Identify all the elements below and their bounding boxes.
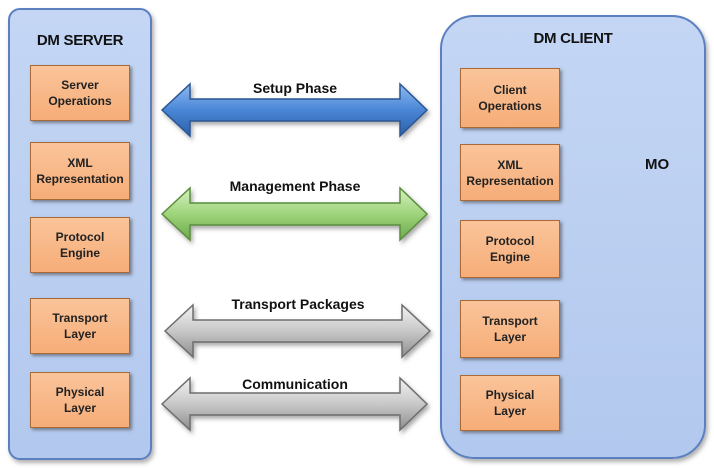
transport-packages-arrow — [163, 303, 432, 359]
dm-server-title: DM SERVER — [36, 32, 124, 49]
server-physical-layer-box: Physical Layer — [30, 372, 130, 428]
management-phase-arrow — [160, 186, 429, 242]
server-protocol-engine-box: Protocol Engine — [30, 217, 130, 273]
management-phase-label: Management Phase — [229, 178, 361, 194]
transport-packages-label: Transport Packages — [231, 296, 365, 312]
client-physical-layer-box: Physical Layer — [460, 375, 560, 431]
setup-phase-label: Setup Phase — [252, 80, 338, 96]
client-xml-representation-box: XML Representation — [460, 144, 560, 201]
setup-phase-arrow — [160, 82, 429, 138]
client-transport-layer-box: Transport Layer — [460, 300, 560, 358]
dm-client-title: DM CLIENT — [533, 30, 613, 47]
server-operations-box: Server Operations — [30, 65, 130, 121]
mo-label: MO — [645, 156, 670, 173]
communication-label: Communication — [242, 376, 348, 392]
server-xml-representation-box: XML Representation — [30, 142, 130, 200]
client-protocol-engine-box: Protocol Engine — [460, 220, 560, 278]
server-transport-layer-box: Transport Layer — [30, 298, 130, 354]
communication-arrow — [160, 376, 429, 432]
client-operations-box: Client Operations — [460, 68, 560, 128]
